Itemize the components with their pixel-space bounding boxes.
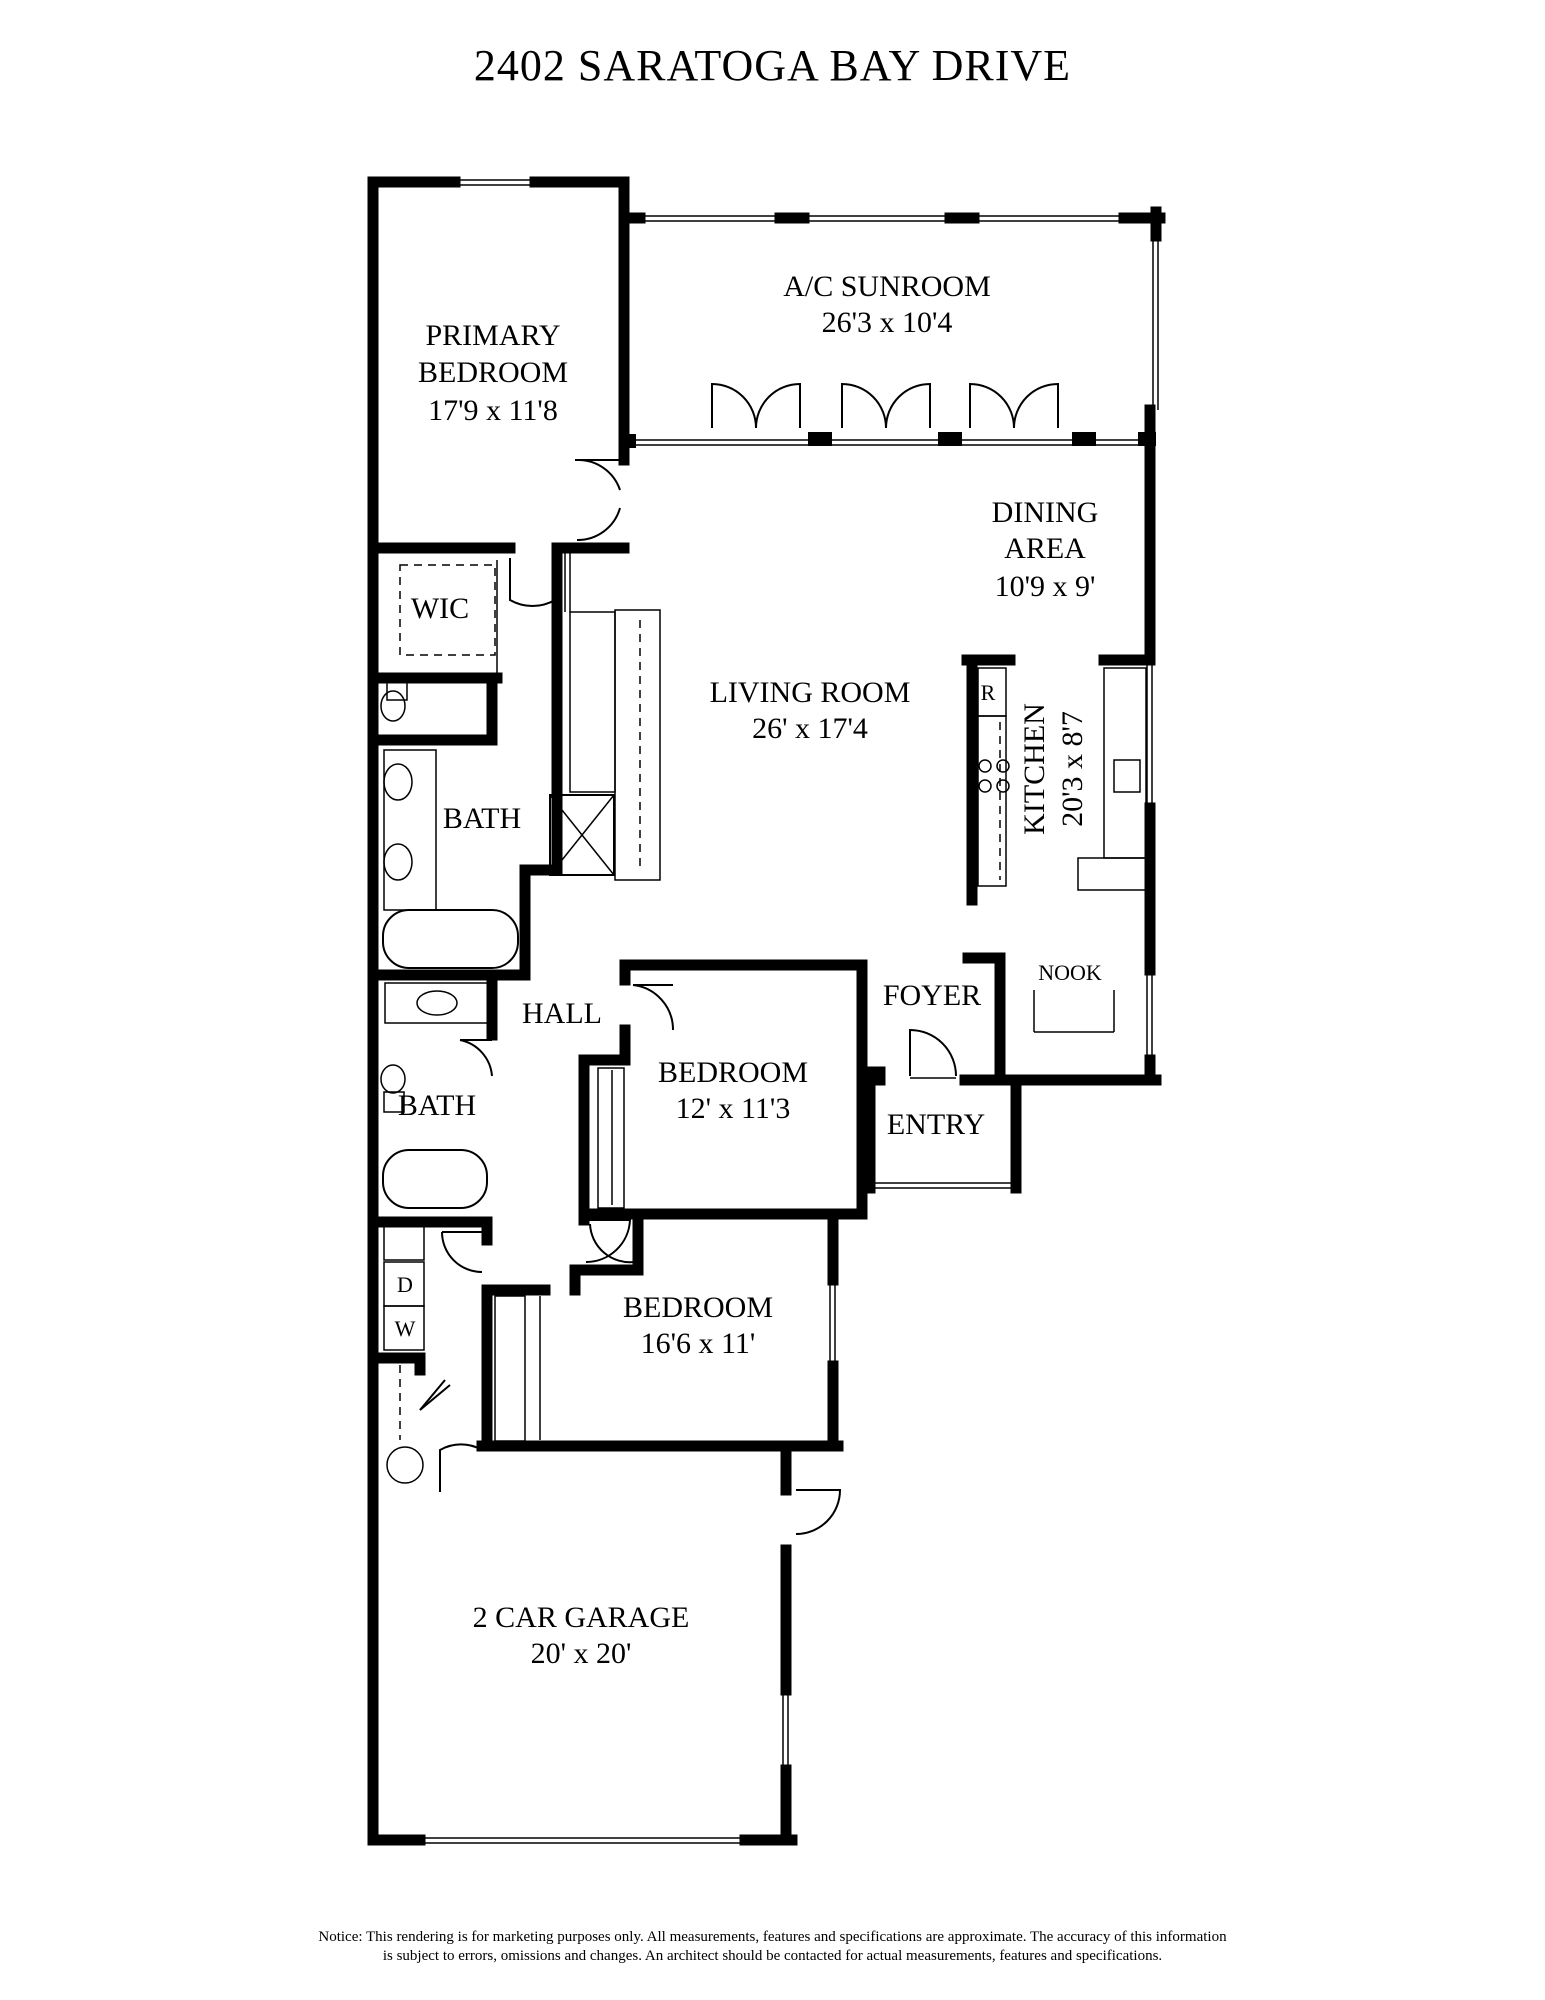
dining-size: 10'9 x 9' bbox=[995, 570, 1096, 603]
kitchen-size: 20'3 x 8'7 bbox=[1056, 711, 1089, 827]
dryer-label: D bbox=[397, 1272, 413, 1297]
primary-bath-name: BATH bbox=[443, 802, 521, 835]
bath2-name: BATH bbox=[398, 1089, 476, 1122]
page-title: 2402 SARATOGA BAY DRIVE bbox=[473, 41, 1072, 90]
refrigerator-label: R bbox=[981, 680, 996, 705]
foyer-name: FOYER bbox=[883, 979, 981, 1012]
primary-suite bbox=[367, 442, 661, 981]
primary-bedroom-name-2: BEDROOM bbox=[418, 356, 568, 389]
washer-label: W bbox=[395, 1316, 416, 1341]
bedroom3-size: 16'6 x 11' bbox=[641, 1327, 756, 1360]
bath2-laundry bbox=[367, 969, 644, 1452]
foyer-entry bbox=[619, 959, 957, 1079]
bedroom3-name: BEDROOM bbox=[623, 1291, 773, 1324]
living-room-size: 26' x 17'4 bbox=[752, 712, 868, 745]
primary-bedroom-name-1: PRIMARY bbox=[425, 319, 560, 352]
primary-bedroom-size: 17'9 x 11'8 bbox=[428, 394, 558, 427]
kitchen-fixtures bbox=[961, 654, 1156, 1086]
sunroom-size: 26'3 x 10'4 bbox=[822, 306, 953, 339]
bedroom2-name: BEDROOM bbox=[658, 1056, 808, 1089]
kitchen-name: KITCHEN bbox=[1018, 703, 1051, 835]
garage-name: 2 CAR GARAGE bbox=[473, 1601, 690, 1634]
garage-fixtures bbox=[386, 1443, 842, 1535]
hall-name: HALL bbox=[522, 997, 602, 1030]
notice-line-2: is subject to errors, omissions and chan… bbox=[382, 1948, 1163, 1964]
notice-line-1: Notice: This rendering is for marketing … bbox=[318, 1929, 1227, 1945]
dining-name-2: AREA bbox=[1004, 532, 1086, 565]
entry-name: ENTRY bbox=[887, 1108, 985, 1141]
bedroom2-walls bbox=[578, 1024, 868, 1264]
disclaimer-notice: Notice: This rendering is for marketing … bbox=[150, 1928, 1395, 1966]
windows bbox=[420, 179, 1159, 1844]
wic-name: WIC bbox=[411, 592, 469, 625]
sunroom-partition bbox=[624, 382, 1156, 448]
nook-name: NOOK bbox=[1038, 960, 1102, 985]
living-room-name: LIVING ROOM bbox=[710, 676, 911, 709]
sunroom-name: A/C SUNROOM bbox=[783, 270, 991, 303]
garage-size: 20' x 20' bbox=[531, 1637, 632, 1670]
dining-name-1: DINING bbox=[992, 496, 1099, 529]
exterior-walls bbox=[367, 176, 1166, 1846]
room-labels: PRIMARY BEDROOM 17'9 x 11'8 A/C SUNROOM … bbox=[395, 270, 1102, 1670]
bedroom2-size: 12' x 11'3 bbox=[676, 1092, 791, 1125]
